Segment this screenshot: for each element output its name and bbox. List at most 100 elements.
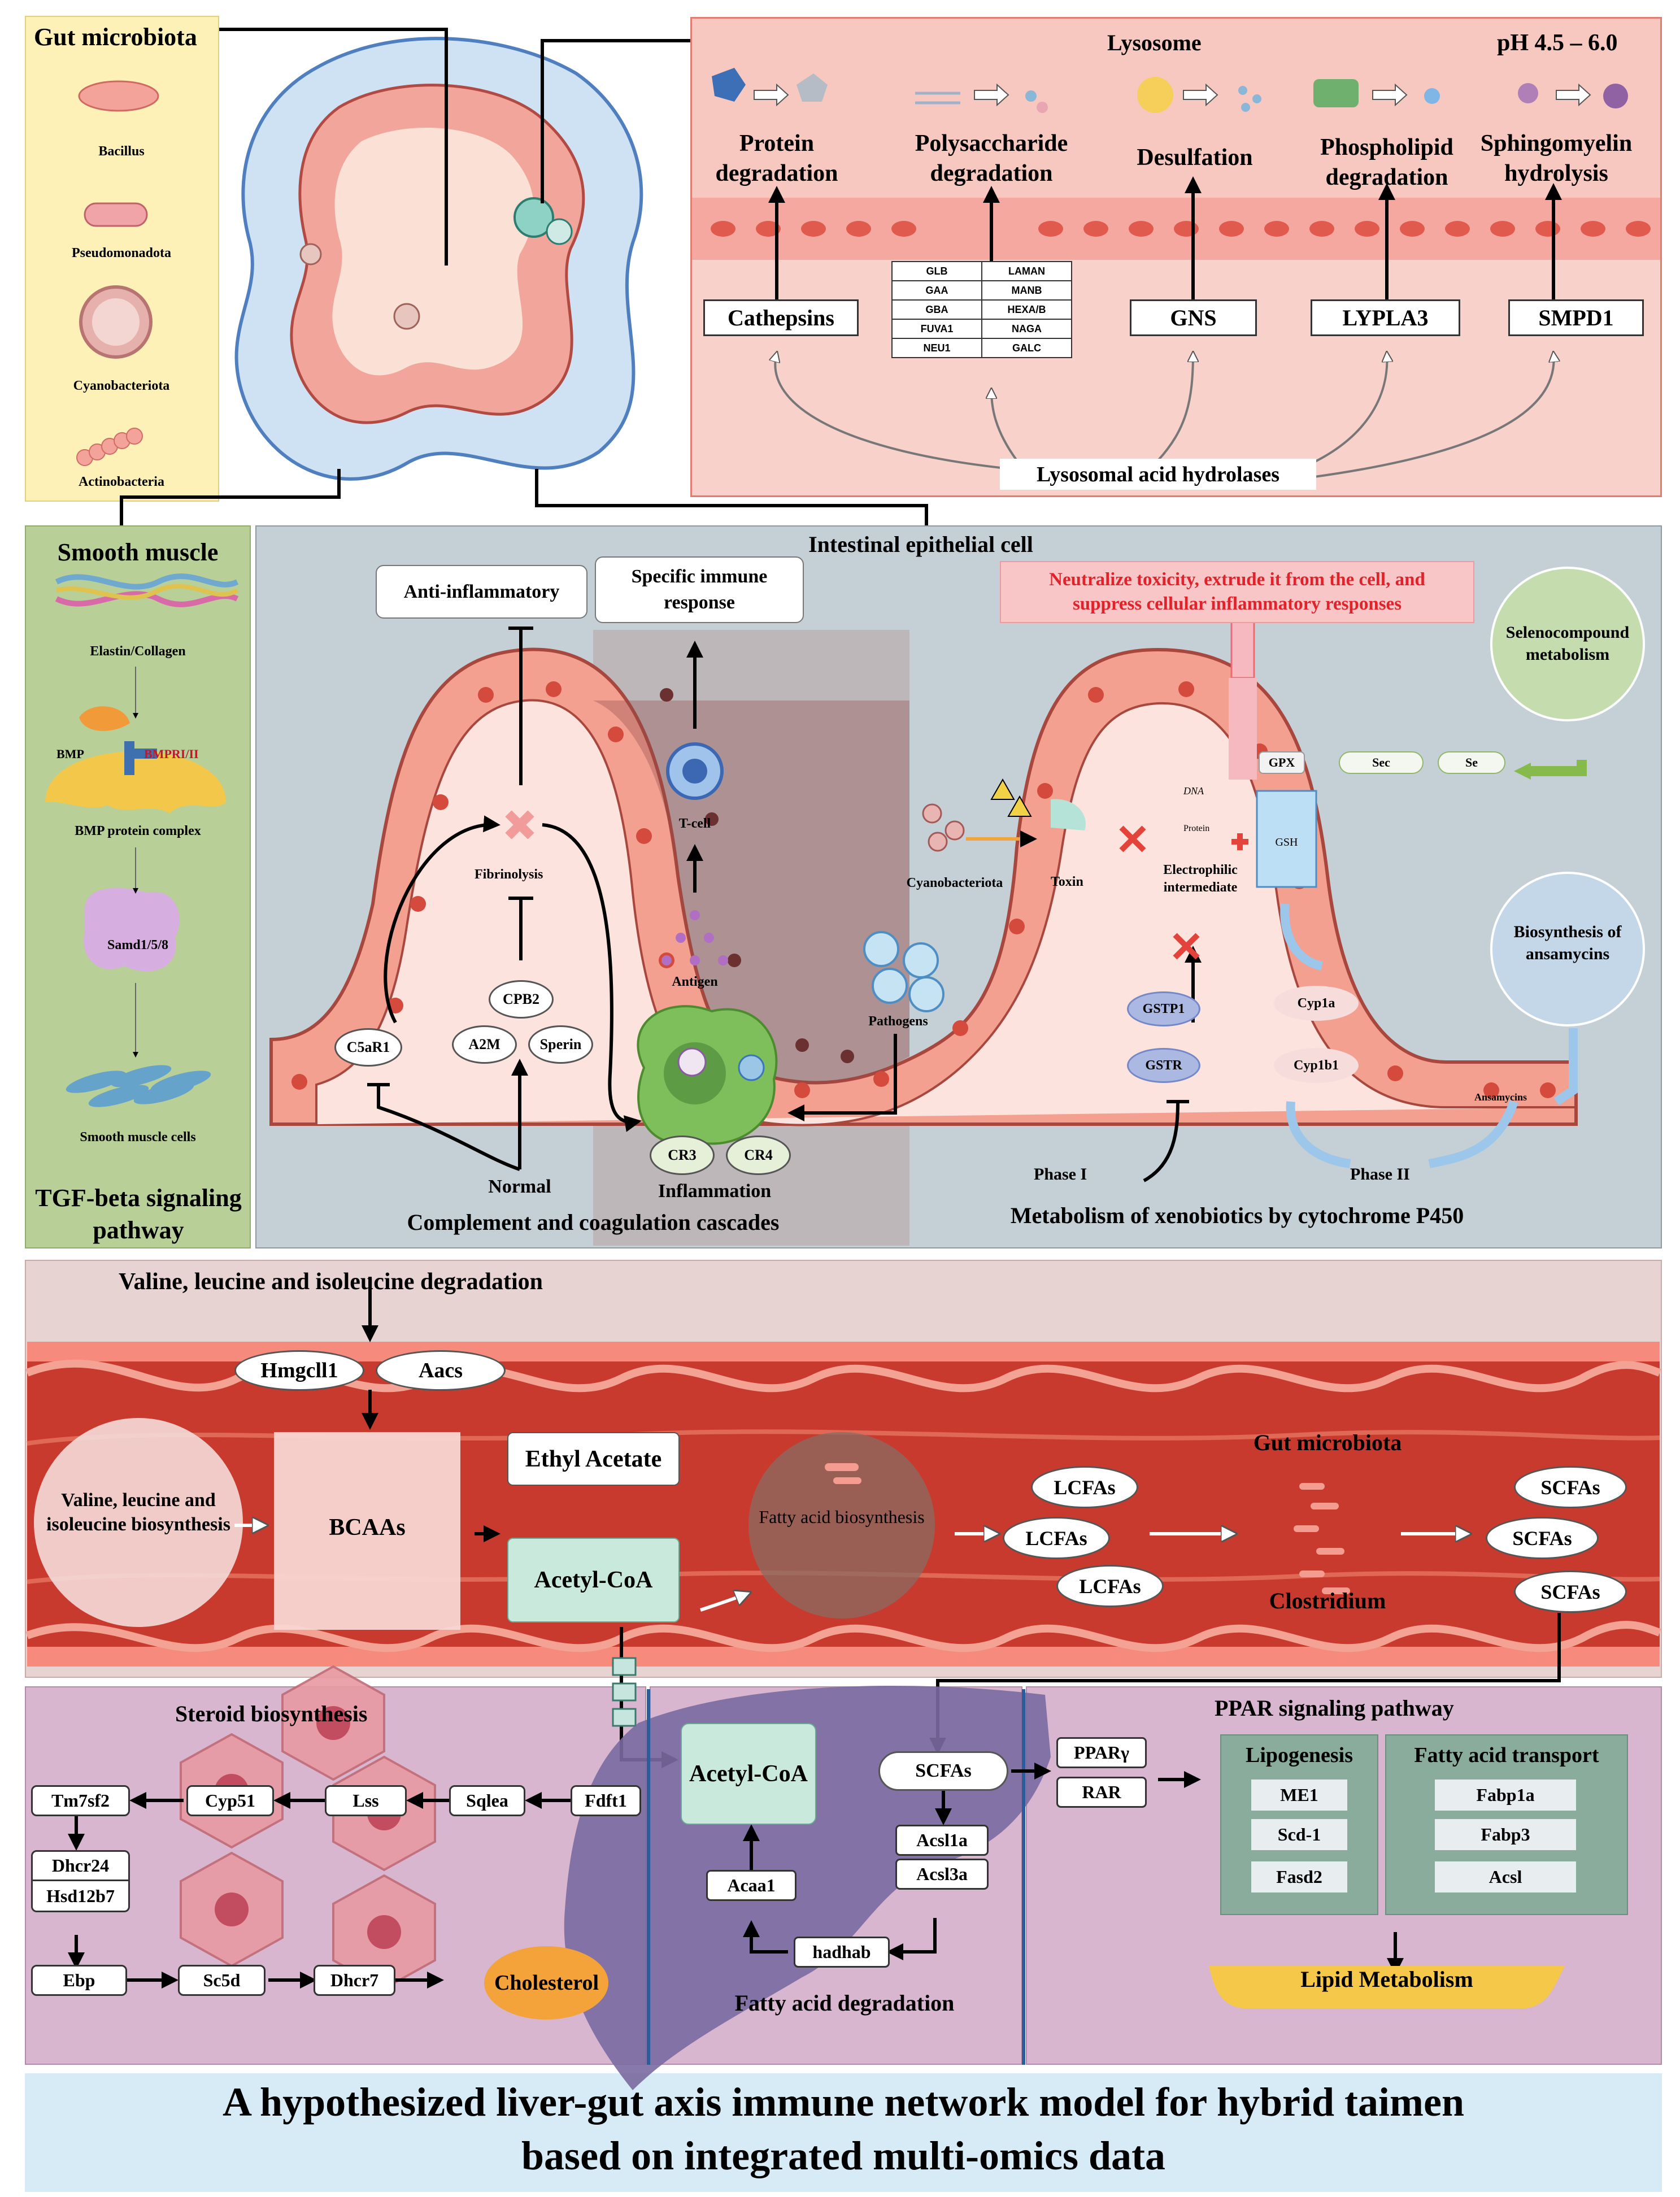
a2m-node: A2M: [452, 1025, 517, 1064]
cyp51-box: Cyp51: [186, 1785, 274, 1816]
pathogens-label: Pathogens: [868, 1014, 928, 1029]
scfas-liver-node: SCFAs: [878, 1751, 1008, 1791]
bmpr-label: BMPRI/II: [144, 747, 199, 761]
cr3-node: CR3: [650, 1136, 715, 1175]
hadhab-box: hadhab: [794, 1937, 890, 1968]
scfas-node-3: SCFAs: [1514, 1570, 1627, 1613]
smooth-muscle-panel: [25, 525, 251, 1248]
phase1-label: Phase I: [1034, 1165, 1087, 1184]
gstr-node: GSTR: [1127, 1048, 1200, 1083]
lipogenesis-title: Lipogenesis: [1245, 1743, 1353, 1767]
hsd12b7-box: Hsd12b7: [31, 1881, 130, 1912]
toxin-label: Toxin: [1051, 875, 1083, 889]
cpb2-node: CPB2: [489, 980, 554, 1019]
specific-immune-box: Specific immune response: [595, 556, 804, 623]
samd-label: Samd1/5/8: [107, 938, 169, 952]
me1-box: ME1: [1251, 1780, 1347, 1811]
epithelium-decorations: [505, 567, 1645, 1168]
pparg-box: PPARγ: [1056, 1737, 1147, 1768]
ansamycins-label: Ansamycins: [1474, 1091, 1527, 1103]
ppar-title: PPAR signaling pathway: [1215, 1695, 1454, 1721]
fibrinolysis-label: Fibrinolysis: [475, 867, 543, 882]
cyanobacteriota-label: Cyanobacteriota: [906, 876, 1003, 890]
sec-box: Sec: [1339, 751, 1424, 774]
ansamycins-bio-label: Biosynthesis of ansamycins: [1513, 923, 1622, 963]
tm7sf2-box: Tm7sf2: [31, 1785, 130, 1816]
process-polysaccharide-degradation: Polysaccharide degradation: [915, 130, 1068, 186]
acsl3a-box: Acsl3a: [895, 1859, 989, 1890]
cr4-node: CR4: [726, 1136, 791, 1175]
footer-title-line1: A hypothesized liver-gut axis immune net…: [223, 2079, 1464, 2125]
cholesterol-label: Cholesterol: [494, 1971, 599, 1995]
smooth-muscle-title: Smooth muscle: [57, 538, 219, 566]
gns-box: GNS: [1130, 299, 1257, 336]
ethyl-acetate-box: Ethyl Acetate: [507, 1432, 680, 1486]
lcfas-node-1: LCFAs: [1031, 1466, 1138, 1508]
intestine-band: [25, 1342, 1661, 1667]
smpd1-box: SMPD1: [1508, 299, 1644, 336]
lss-box: Lss: [325, 1785, 407, 1816]
epithelial-title: Intestinal epithelial cell: [808, 532, 1033, 557]
process-protein-degradation: Protein degradation: [715, 130, 838, 186]
enzyme-cell: GAA: [891, 280, 982, 301]
acaa1-box: Acaa1: [706, 1870, 797, 1901]
tcell-label: T-cell: [678, 816, 711, 831]
smooth-muscle-cells-label: Smooth muscle cells: [80, 1130, 196, 1145]
hmgcll1-node: Hmgcll1: [234, 1350, 364, 1391]
dhcr7-box: Dhcr7: [314, 1965, 395, 1996]
lysosome-cell-layer: [692, 198, 1660, 495]
gpx-box: GPX: [1259, 751, 1305, 774]
gut-microbiota-intestine-label: Gut microbiota: [1253, 1430, 1402, 1455]
enzyme-cell: MANB: [981, 280, 1072, 301]
process-phospholipid-degradation: Phospholipid degradation: [1320, 134, 1453, 190]
lysosome-process-icons: [712, 68, 1628, 113]
anti-inflammatory-box: Anti-inflammatory: [376, 565, 587, 619]
epithelium-villi: [269, 630, 1578, 1246]
vli-biosynthesis-label: Valine, leucine and isoleucine biosynthe…: [46, 1490, 230, 1535]
fabp3-box: Fabp3: [1435, 1819, 1576, 1850]
electrophilic-label: Electrophilic intermediate: [1163, 863, 1238, 895]
transport-title: Fatty acid transport: [1414, 1743, 1599, 1767]
lypla3-box: LYPLA3: [1311, 299, 1460, 336]
neutralize-box: Neutralize toxicity, extrude it from the…: [1000, 561, 1474, 623]
inflammation-label: Inflammation: [658, 1181, 772, 1202]
bmp-complex-label: BMP protein complex: [75, 824, 201, 838]
se-box: Se: [1438, 751, 1505, 774]
elastin-collagen-label: Elastin/Collagen: [90, 644, 186, 659]
fatty-acid-bio-label: Fatty acid biosynthesis: [759, 1507, 925, 1527]
footer-banner: [25, 2073, 1662, 2192]
rar-box: RAR: [1056, 1777, 1147, 1808]
enzyme-cell: GALC: [981, 338, 1072, 358]
steroid-title: Steroid biosynthesis: [175, 1701, 368, 1726]
footer-title-line2: based on integrated multi-omics data: [521, 2133, 1165, 2178]
intestine-cross-section: [234, 37, 643, 481]
bacteria-label-cyanobacteriota: Cyanobacteriota: [73, 379, 170, 393]
gstp1-node: GSTP1: [1127, 991, 1200, 1026]
lysosome-title: Lysosome: [1107, 30, 1202, 55]
normal-label: Normal: [488, 1176, 551, 1197]
selenocompound-label: Selenocompound metabolism: [1505, 623, 1630, 664]
dna-label: DNA: [1183, 785, 1204, 797]
phase2-label: Phase II: [1350, 1165, 1410, 1184]
aacs-node: Aacs: [376, 1350, 506, 1391]
ph-label: pH 4.5 – 6.0: [1497, 30, 1618, 56]
protein-label: Protein: [1183, 824, 1210, 833]
lysosomal-acid-hydrolases: Lysosomal acid hydrolases: [1000, 459, 1316, 490]
bacteria-label-pseudomonadota: Pseudomonadota: [71, 246, 172, 260]
fabp1a-box: Fabp1a: [1435, 1780, 1576, 1811]
bacteria-label-bacillus: Bacillus: [98, 144, 145, 159]
lipid-metabolism-label: Lipid Metabolism: [1300, 1967, 1473, 1992]
enzyme-cell: GBA: [891, 299, 982, 320]
gut-microbiota-title: Gut microbiota: [34, 23, 197, 51]
enzyme-cell: NAGA: [981, 319, 1072, 339]
lcfas-node-2: LCFAs: [1003, 1517, 1110, 1559]
antigen-label: Antigen: [672, 974, 718, 989]
enzyme-cell: LAMAN: [981, 261, 1072, 281]
scd1-box: Scd-1: [1251, 1819, 1347, 1850]
acsl-box: Acsl: [1435, 1861, 1576, 1893]
enzyme-cell: FUVA1: [891, 319, 982, 339]
enzyme-cell: GLB: [891, 261, 982, 281]
complement-label: Complement and coagulation cascades: [407, 1210, 780, 1235]
lcfas-node-3: LCFAs: [1056, 1565, 1164, 1607]
sperin-node: Sperin: [528, 1025, 593, 1064]
